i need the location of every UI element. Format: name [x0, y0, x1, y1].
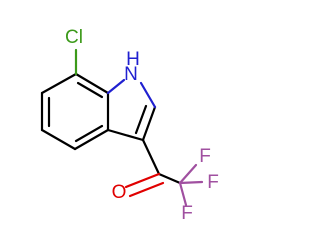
bond-cf3-f-bottom: [178, 181, 188, 207]
bond-cf3-f-top: [178, 163, 198, 185]
bond-n-c2: [139, 81, 157, 109]
bond-c3-c2-double: [134, 104, 148, 135]
bond-carbonyl-cf3: [157, 172, 182, 185]
fluorine-bottom-label: F: [181, 203, 193, 224]
bond-c7a-n: [106, 78, 126, 95]
hetero-bond-set: [74, 48, 204, 207]
bond-c3-c2: [141, 105, 157, 142]
bond-carbonyl-o: [124, 172, 161, 189]
bond-c4-c3a: [73, 128, 110, 151]
nitrogen-h-label: H: [126, 49, 140, 70]
bond-c3-carbonyl: [141, 138, 161, 176]
chlorine-label: Cl: [65, 27, 83, 48]
bond-set: [40, 72, 182, 185]
bond-cf3-f-right: [178, 180, 204, 185]
oxygen-label: O: [112, 182, 127, 203]
atom-label-set: Cl H N O F F F: [65, 27, 219, 224]
chemical-structure-diagram: Cl H N O F F F: [40, 27, 219, 224]
bond-c3a-c3: [106, 128, 145, 142]
bond-carbonyl-o-double: [128, 181, 165, 198]
fluorine-right-label: F: [207, 172, 219, 193]
fluorine-top-label: F: [199, 146, 211, 167]
nitrogen-label: N: [124, 64, 138, 85]
bond-c5-c4: [40, 128, 77, 151]
bond-c7a-c7: [74, 72, 110, 95]
bond-c7a-c7-double: [76, 81, 104, 99]
structure-svg: Cl H N O F F F: [40, 27, 219, 224]
bond-c4-c3a-double: [74, 124, 104, 143]
bond-c7-c6: [40, 72, 78, 95]
